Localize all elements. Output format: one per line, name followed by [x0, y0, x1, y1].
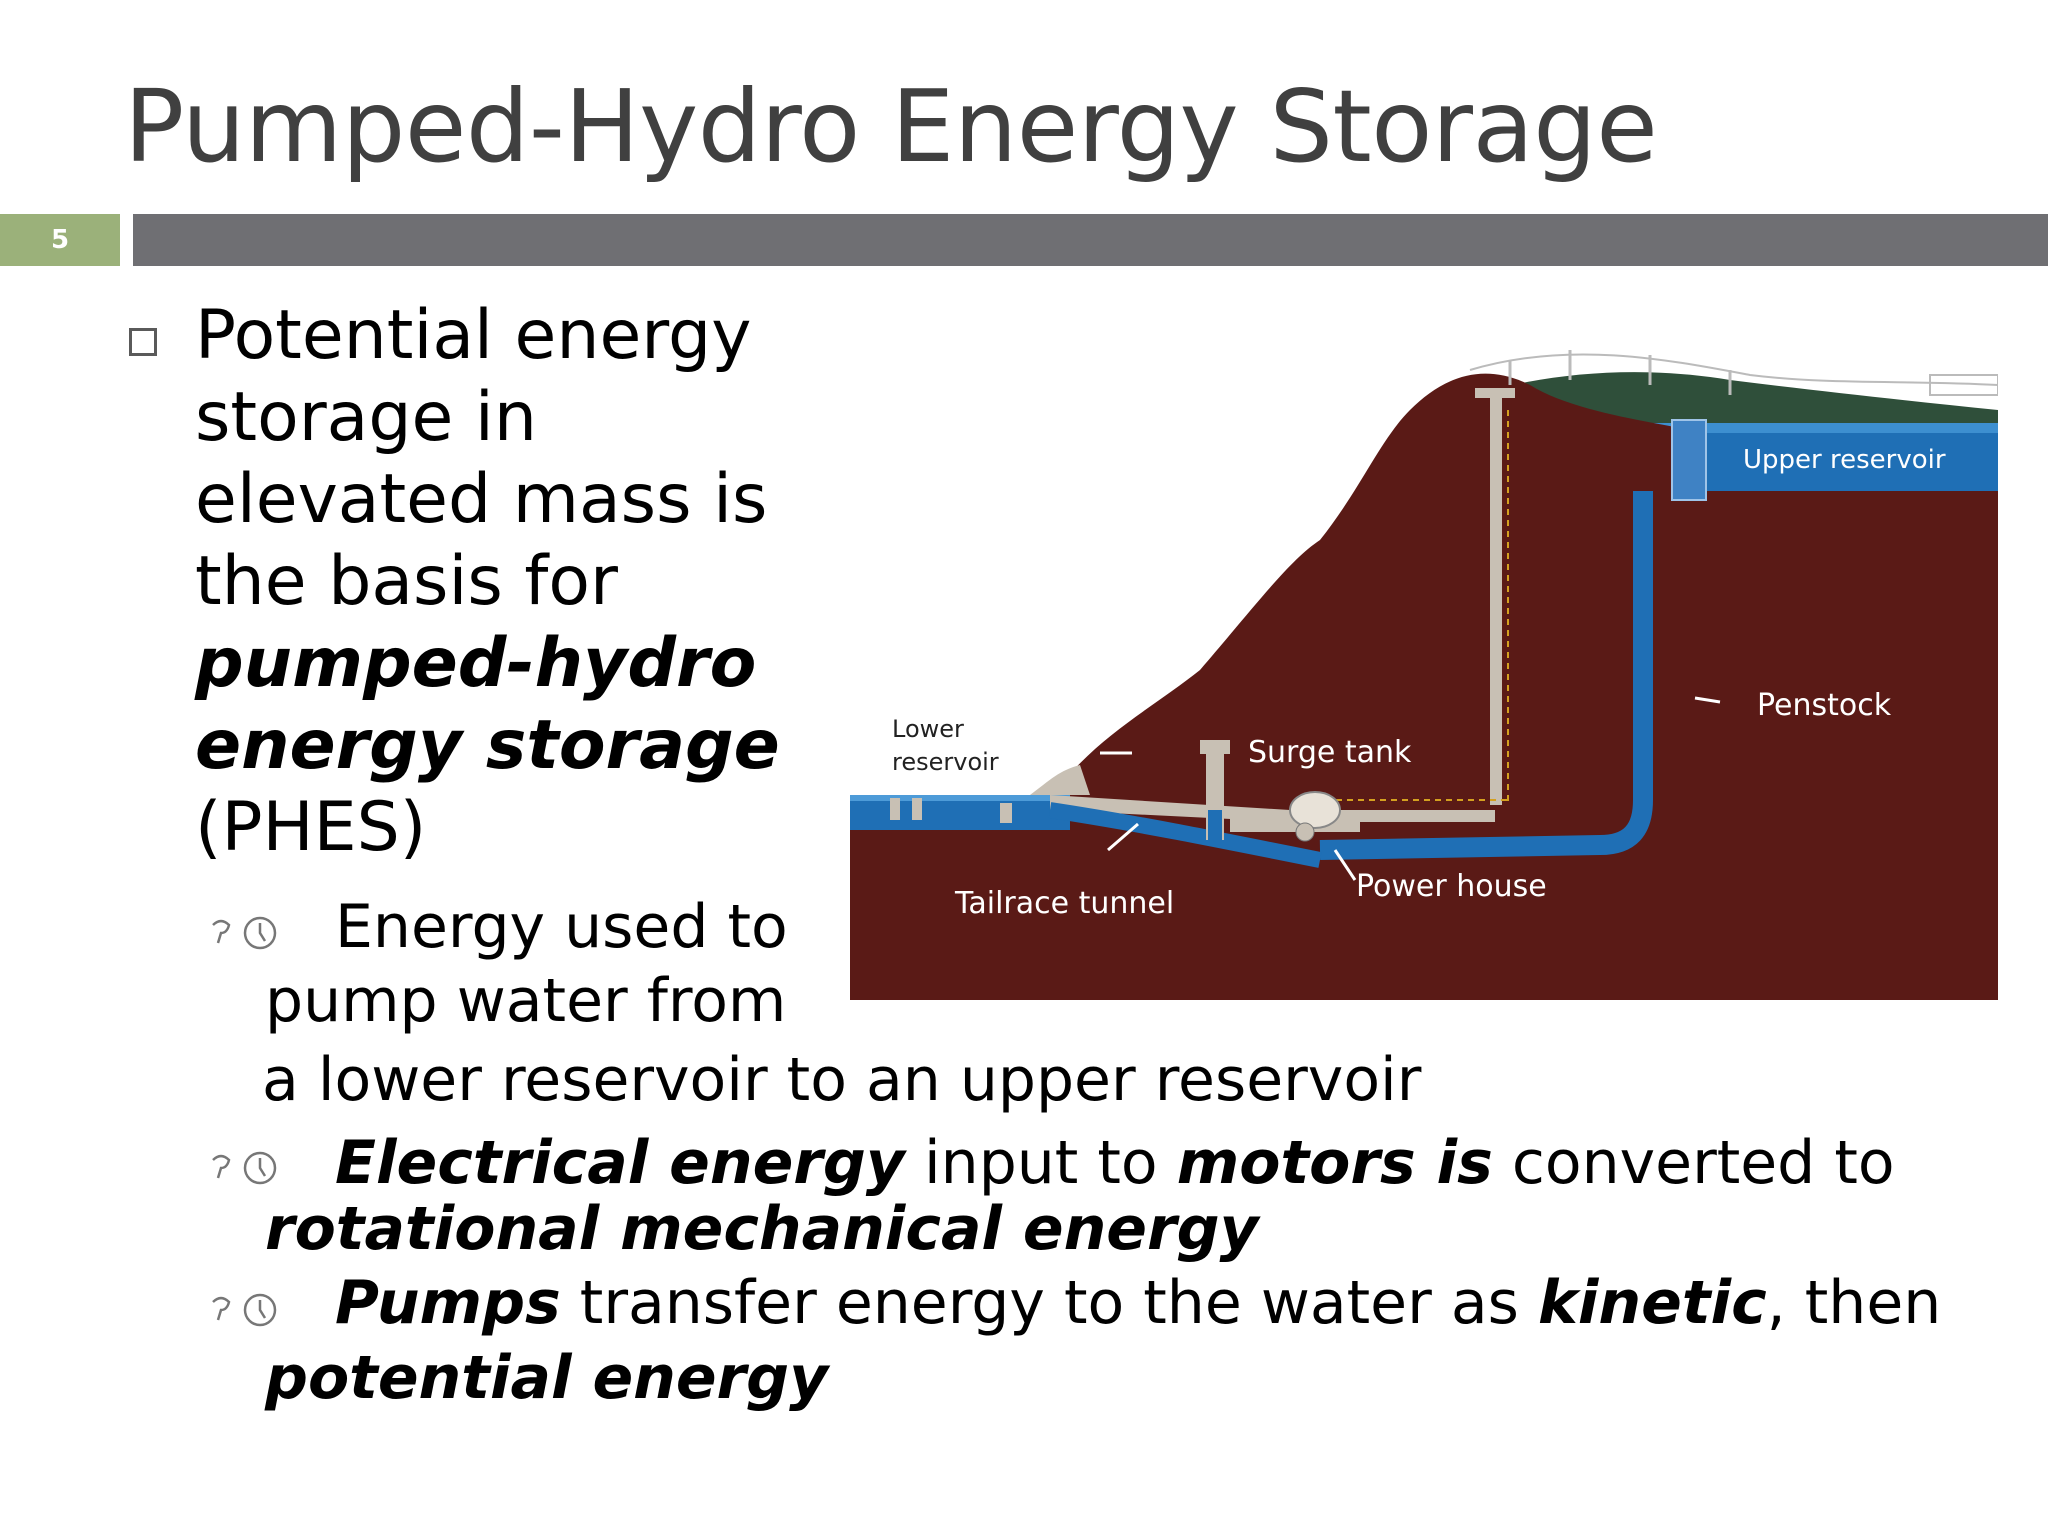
sub-bullet-1-line-1: Energy used to: [335, 892, 788, 962]
sub-bullet-2-line-2: rotational mechanical energy: [265, 1194, 1259, 1264]
power-lines: [1469, 353, 1998, 386]
main-bullet-line: storage in: [195, 378, 537, 457]
tailrace-tunnel-pipe: [1048, 802, 1322, 868]
pylons: [1508, 350, 1732, 395]
substation: [1929, 374, 1998, 396]
upper-reservoir-surface: [1470, 423, 1998, 433]
upper-reservoir-label: Upper reservoir: [1743, 445, 1946, 475]
lower-reservoir-surface: [850, 795, 1070, 801]
main-bullet-emphasis: energy storage: [195, 706, 780, 785]
slide-number-box: [0, 214, 120, 266]
penstock-pipe: [1319, 491, 1653, 860]
sub-bullet-3-line-1: Pumps transfer energy to the water as ki…: [335, 1268, 1942, 1338]
sub-bullet-glyph-icon: [212, 916, 277, 950]
mountain-earth: [850, 373, 1998, 1000]
main-bullet-line: elevated mass is: [195, 460, 768, 539]
access-shaft: [1490, 390, 1502, 805]
penstock-pointer: [1694, 696, 1721, 704]
main-bullet-text: Potential energy storage in elevated mas…: [195, 295, 815, 869]
penstock-label: Penstock: [1757, 688, 1892, 723]
surge-tank-label: Surge tank: [1248, 735, 1412, 770]
square-bullet-icon: [129, 328, 157, 356]
lower-reservoir-label-line2: reservoir: [892, 748, 999, 776]
sub-bullet-1-line-2: pump water from: [265, 966, 787, 1036]
sub-bullet-glyph-icon: [212, 1151, 277, 1185]
sub-bullet-glyph-icon: [212, 1293, 277, 1327]
lower-reservoir-label-line1: Lower: [892, 715, 964, 743]
slide-number: 5: [50, 225, 70, 255]
intake-block: [912, 798, 922, 820]
lower-reservoir-dam: [1030, 765, 1090, 795]
surge-tank-water: [1208, 810, 1222, 840]
main-bullet-emphasis: pumped-hydro: [195, 624, 757, 703]
shaft-head: [1475, 388, 1515, 398]
sub-bullet-2-line-1: Electrical energy input to motors is con…: [335, 1128, 1895, 1198]
sub-bullet-1-line-3: a lower reservoir to an upper reservoir: [262, 1045, 1422, 1115]
main-bullet-line: Potential energy: [195, 296, 752, 375]
surge-tank-top: [1200, 740, 1230, 754]
power-house-dome: [1289, 791, 1341, 829]
access-tunnel: [1050, 795, 1495, 822]
pumped-hydro-diagram: Upper reservoir Penstock Surge tank Lowe…: [850, 340, 1998, 1000]
main-bullet-line: the basis for: [195, 542, 618, 621]
power-house-pointer: [1333, 849, 1357, 881]
tailrace-pointer: [1107, 822, 1139, 852]
intake-block: [890, 798, 900, 820]
intake-tower: [1671, 419, 1707, 501]
title-underline-bar: [133, 214, 2048, 266]
tailrace-tunnel-label: Tailrace tunnel: [954, 886, 1174, 921]
slide-title: Pumped-Hydro Energy Storage: [124, 68, 1658, 185]
power-house-label: Power house: [1356, 869, 1547, 904]
main-bullet-line: (PHES): [195, 788, 427, 867]
turbine: [1295, 822, 1315, 842]
intake-block: [1000, 803, 1012, 823]
sub-bullet-3-line-2: potential energy: [265, 1343, 829, 1413]
